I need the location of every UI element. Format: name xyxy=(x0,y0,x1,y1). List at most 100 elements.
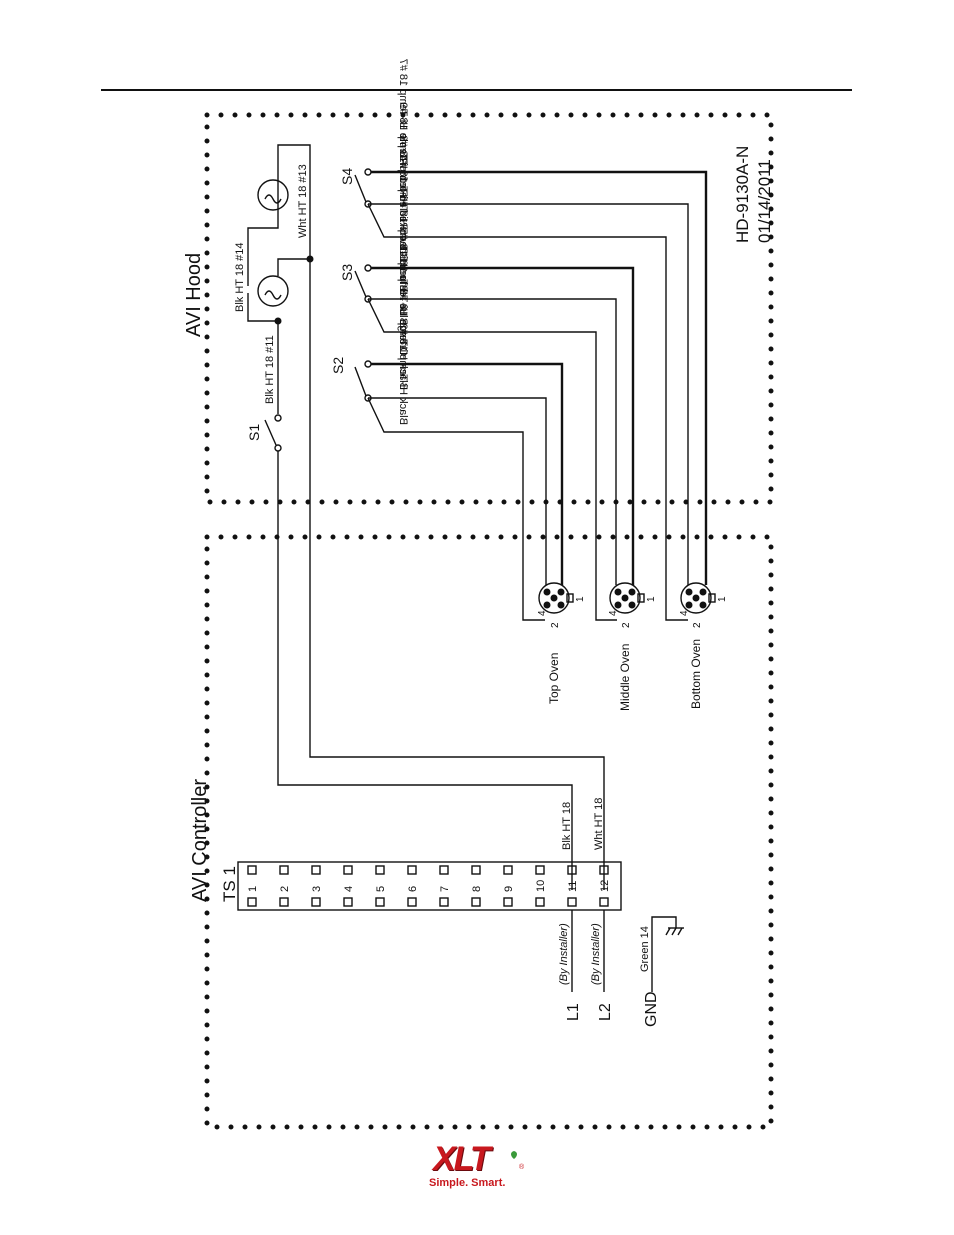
terminal-strip-label: TS 1 xyxy=(220,866,239,902)
terminal-screw-bottom xyxy=(247,897,257,907)
drawing-date: 01/14/2011 xyxy=(755,159,774,243)
oven-connector-middle xyxy=(609,582,645,614)
terminal-screw-top xyxy=(247,865,257,875)
pin-label: 2 xyxy=(621,622,632,628)
pin-label: 4 xyxy=(679,610,690,616)
hood-title: AVI Hood xyxy=(183,253,205,337)
wire-label: Blk HT 18 #14 xyxy=(234,242,246,312)
wire-label: Wht HT 18 #13 xyxy=(297,164,309,238)
ground-symbol-icon xyxy=(665,927,684,936)
switch-label: S3 xyxy=(339,264,355,281)
terminal-screw-top xyxy=(311,865,321,875)
oven-label-middle: Middle Oven xyxy=(618,644,632,711)
wire-label: Purple Hi-Temp 18 #7 xyxy=(397,59,409,165)
junction-node xyxy=(274,317,282,325)
lamp-series-link xyxy=(247,144,311,286)
pin-label: 4 xyxy=(608,610,619,616)
terminal-screw-top xyxy=(375,865,385,875)
pin-label: 2 xyxy=(550,622,561,628)
terminal-number: 11 xyxy=(567,881,579,892)
oven-connector-bottom xyxy=(680,582,716,614)
terminal-screw-bottom xyxy=(279,897,289,907)
terminal-screw-top xyxy=(279,865,289,875)
drawing-number: HD-9130A-N xyxy=(733,146,752,243)
terminal-number: 12 xyxy=(599,880,611,892)
terminal-screw-top xyxy=(535,865,545,875)
logo-wordmark: XLT xyxy=(433,1140,491,1178)
terminal-screw-bottom xyxy=(599,897,609,907)
terminal-screw-top xyxy=(439,865,449,875)
terminal-number: 2 xyxy=(279,886,291,892)
controller-enclosure xyxy=(204,534,774,1130)
terminal-screw-bottom xyxy=(343,897,353,907)
terminal-screw-bottom xyxy=(535,897,545,907)
terminal-screw-bottom xyxy=(471,897,481,907)
wire-label: Blue Hi-Temp 18 #5 xyxy=(397,228,409,325)
terminal-screw-top xyxy=(567,865,577,875)
terminal-screw-bottom xyxy=(567,897,577,907)
terminal-screw-bottom xyxy=(503,897,513,907)
wire-label: Black Hi-Temp 18 #3 xyxy=(397,289,409,391)
terminal-wire-label: Blk HT 18 xyxy=(561,802,573,850)
wire-blk-to-ts11 xyxy=(277,451,573,890)
wire-label: Black Hi-Temp 18 #2 xyxy=(397,324,409,426)
pin-label: 4 xyxy=(537,610,548,616)
terminal-screw-top xyxy=(599,865,609,875)
terminal-screw-bottom xyxy=(375,897,385,907)
terminal-screw-top xyxy=(503,865,513,875)
supply-label-l2: L2 xyxy=(597,1003,614,1021)
registered-mark: ® xyxy=(519,1164,525,1171)
pin-label: 1 xyxy=(717,596,728,602)
switch-s1 xyxy=(264,414,282,452)
switch-s2 xyxy=(354,360,564,621)
terminal-number: 1 xyxy=(247,886,259,892)
oven-label-bottom: Bottom Oven xyxy=(689,639,703,709)
hood-enclosure xyxy=(204,112,774,505)
switch-s4 xyxy=(354,168,708,621)
lamp-2 xyxy=(257,179,289,211)
oven-label-top: Top Oven xyxy=(547,653,561,704)
wire-wht-to-ts12 xyxy=(309,259,605,890)
lamp-1 xyxy=(257,275,289,307)
supply-note: (By Installer) xyxy=(590,923,602,985)
wire-label: Blue Hi-Temp 18 #6 xyxy=(397,195,409,292)
terminal-number: 4 xyxy=(343,886,355,892)
lamp-black-loop xyxy=(247,293,279,414)
terminal-screw-top xyxy=(407,865,417,875)
xlt-logo: XLT ® Simple. Smart. xyxy=(425,1140,530,1195)
ground-wire xyxy=(651,916,677,992)
switch-label: S4 xyxy=(339,168,355,185)
switch-label: S1 xyxy=(246,424,262,441)
wire-label: Red Hi-Temp 18 #9 xyxy=(397,102,409,197)
terminal-screw-bottom xyxy=(311,897,321,907)
wire-label: Red Hi-Temp 18 #8 xyxy=(397,135,409,230)
terminal-number: 9 xyxy=(503,886,515,892)
leaf-icon xyxy=(511,1151,517,1159)
wire-label: Orange Hi-Temp 18 #1 xyxy=(397,245,409,356)
supply-note: (By Installer) xyxy=(558,923,570,985)
pin-label: 1 xyxy=(646,596,657,602)
oven-connector-top xyxy=(538,582,574,614)
supply-label-l1: L1 xyxy=(565,1003,582,1021)
terminal-number: 6 xyxy=(407,886,419,892)
ground-wire-label: Green 14 xyxy=(639,926,651,972)
switch-label: S2 xyxy=(330,357,346,374)
terminal-number: 3 xyxy=(311,886,323,892)
terminal-screw-top xyxy=(471,865,481,875)
controller-title: AVI Controller xyxy=(189,779,211,902)
terminal-wire-label: Wht HT 18 xyxy=(593,798,605,850)
pin-label: 1 xyxy=(575,596,586,602)
terminal-strip xyxy=(237,861,622,911)
terminal-number: 8 xyxy=(471,886,483,892)
terminal-number: 5 xyxy=(375,886,387,892)
wire-label: Brown Hi-Temp 18 #4 xyxy=(397,155,409,261)
ground-label: GND xyxy=(643,991,660,1027)
terminal-screw-bottom xyxy=(439,897,449,907)
switch-s3 xyxy=(354,264,635,621)
terminal-screw-bottom xyxy=(407,897,417,907)
wire-label: Blk HT 18 #11 xyxy=(264,335,276,404)
logo-tagline: Simple. Smart. xyxy=(429,1177,506,1189)
terminal-number: 7 xyxy=(439,886,451,892)
